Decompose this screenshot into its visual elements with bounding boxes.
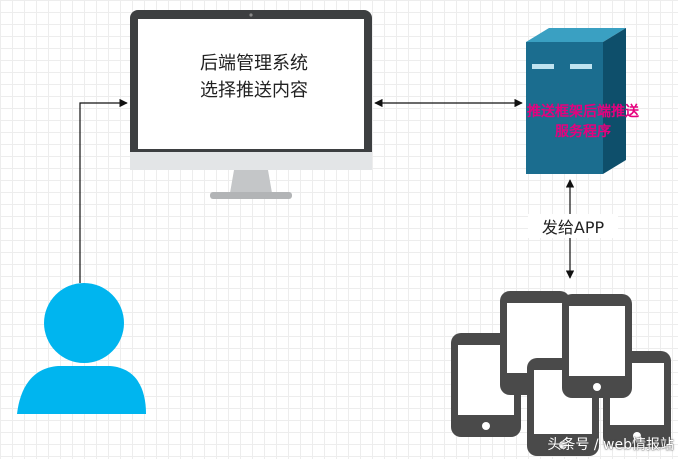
server-label-line1: 推送框架后端推送: [527, 104, 639, 120]
mobile-phones-icon: [451, 291, 671, 456]
phone-icon: [451, 333, 521, 437]
user-to-monitor-arrow: [79, 98, 128, 283]
monitor-icon: [130, 10, 372, 199]
server-icon: [526, 28, 626, 174]
monitor-title: 后端管理系统: [200, 53, 308, 74]
server-label-line2: 服务程序: [555, 124, 611, 140]
monitor-screen-text: 后端管理系统 选择推送内容: [138, 50, 370, 104]
user-icon: [17, 283, 146, 414]
edge-label-send-to-app: 发给APP: [528, 214, 618, 238]
server-label: 推送框架后端推送 服务程序: [500, 102, 666, 142]
monitor-subtitle: 选择推送内容: [200, 80, 308, 101]
phone-icon: [562, 294, 632, 398]
watermark: 头条号 / web情报站: [547, 437, 674, 453]
